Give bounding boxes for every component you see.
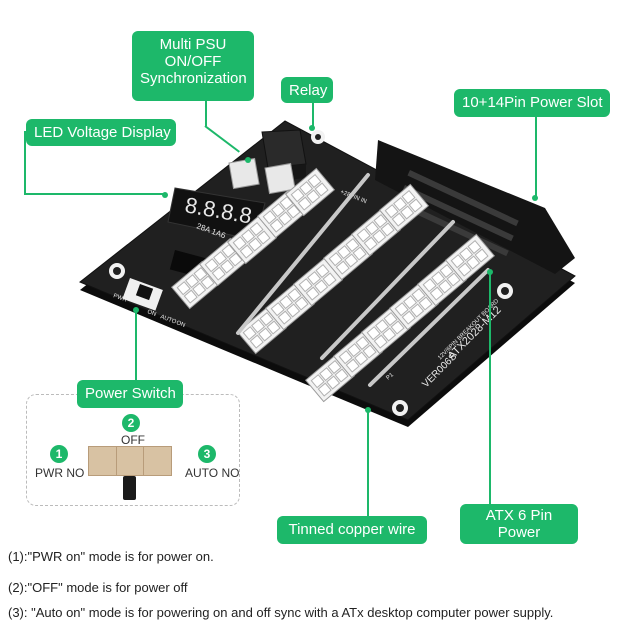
- position-3-label: AUTO NO: [185, 466, 240, 480]
- silk-auto: AUTO: [159, 314, 177, 325]
- note-1: (1):"PWR on" mode is for power on.: [8, 549, 214, 564]
- leader-slot: [535, 116, 537, 198]
- slide-switch-knob: [123, 476, 136, 500]
- label-relay: Relay: [281, 77, 333, 103]
- silk-p1: P1: [385, 372, 395, 382]
- silk-on2: ON: [175, 320, 186, 329]
- slide-switch-body: [88, 446, 172, 476]
- label-led-display: LED Voltage Display: [26, 119, 176, 146]
- note-3: (3): "Auto on" mode is for powering on a…: [8, 605, 554, 620]
- atx-6pin-connector: [444, 233, 496, 283]
- position-1-number: 1: [50, 445, 68, 463]
- position-3-number: 3: [198, 445, 216, 463]
- label-multi-psu-sync: Multi PSU ON/OFF Synchronization: [132, 31, 254, 101]
- tinned-copper-wires: [236, 173, 490, 387]
- position-2-label: OFF: [121, 433, 145, 447]
- label-power-switch: Power Switch: [77, 380, 183, 408]
- atx-6pin-connector: [378, 183, 430, 233]
- atx-6pin-connector: [226, 215, 278, 265]
- label-atx-6pin: ATX 6 Pin Power connector: [460, 504, 578, 558]
- board-power-switch: [122, 278, 163, 311]
- label-tinned-wire: Tinned copper wire: [277, 516, 427, 544]
- leader-sync-a: [205, 100, 207, 126]
- silk-on: ON: [146, 309, 157, 318]
- label-power-slot: 10+14Pin Power Slot: [454, 89, 610, 117]
- power-slot-block: [375, 140, 575, 274]
- leader-led-b: [24, 193, 165, 195]
- mounting-holes: [109, 130, 513, 416]
- position-1-label: PWR NO: [35, 466, 85, 480]
- sync-headers: [228, 157, 296, 195]
- leader-led-a: [24, 131, 26, 195]
- note-2: (2):"OFF" mode is for power off: [8, 580, 188, 595]
- atx-6pin-connector: [292, 257, 344, 307]
- silk-pwr: PWR: [112, 293, 128, 304]
- slide-cell-3: [144, 447, 171, 475]
- slide-cell-1: [89, 447, 117, 475]
- position-2-number: 2: [122, 414, 140, 432]
- leader-relay: [312, 102, 314, 128]
- atx-6pin-connectors: [170, 167, 496, 403]
- leader-atx: [489, 272, 491, 506]
- leader-switch: [135, 310, 137, 382]
- atx-6pin-connector: [284, 167, 336, 217]
- leader-wire: [367, 410, 369, 516]
- slide-cell-2: [117, 447, 145, 475]
